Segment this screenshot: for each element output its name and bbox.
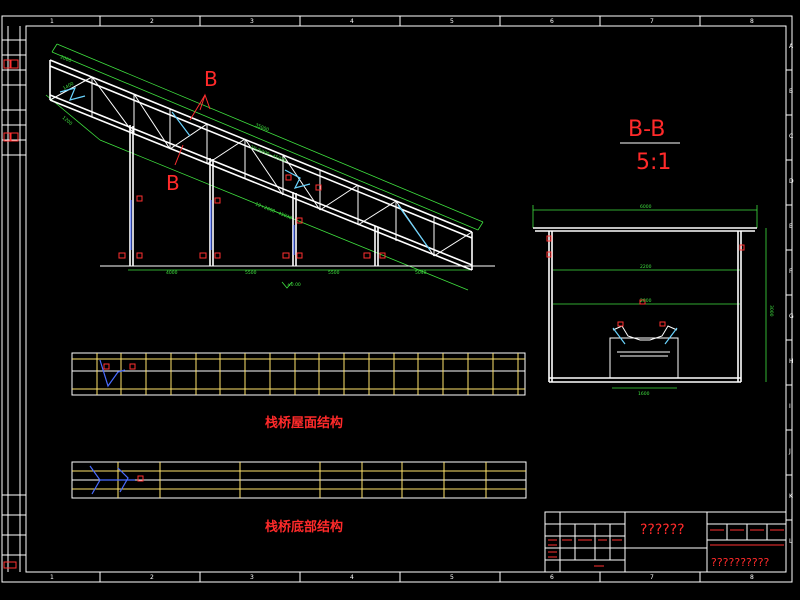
section-dim-side: 3000 [768, 305, 774, 317]
floor-plan-frame [71, 461, 527, 499]
border-col-8-bottom: 8 [750, 574, 754, 581]
elevation-mark: ±0.00 [287, 282, 301, 288]
border-row-h: H [789, 358, 794, 365]
roof-plan-frame [71, 352, 526, 396]
section-dimension-lines [532, 205, 767, 389]
border-row-i: I [789, 403, 791, 410]
border-row-a: A [789, 43, 794, 50]
section-markers [546, 235, 745, 327]
section-bb-view: B-B 5:1 [532, 117, 774, 397]
section-dim-mid2: 2000 [640, 298, 652, 304]
border-row-c: C [789, 133, 793, 140]
section-dim-mid1: 2200 [640, 264, 652, 270]
dim-bay-height: 1400 [62, 81, 75, 92]
roof-plan-bracing [99, 359, 126, 388]
drawing-name: ?????? [640, 522, 685, 538]
conveyor-assembly [609, 325, 679, 379]
section-title: B-B [628, 117, 665, 142]
border-col-1: 1 [50, 18, 54, 25]
section-dim-top: 6000 [640, 204, 652, 210]
roof-plan-caption: 栈桥屋面结构 [265, 415, 343, 431]
border-row-e: E [789, 223, 793, 230]
border-col-2-bottom: 2 [150, 574, 154, 581]
section-dim-bottom: 1600 [638, 391, 650, 397]
border-col-1-bottom: 1 [50, 574, 54, 581]
dim-top-left: 2000 [59, 54, 72, 64]
border-col-5-bottom: 5 [450, 574, 454, 581]
ground-dim-4: 5040 [415, 270, 427, 276]
top-dimension-lines [45, 43, 484, 291]
drawing-border: 1 2 3 4 5 6 7 8 1 2 3 4 5 6 7 8 A B C D … [1, 15, 794, 583]
border-col-5: 5 [450, 18, 454, 25]
border-col-4-bottom: 4 [350, 574, 354, 581]
conveyor-idlers [612, 327, 678, 345]
company-name: ?????????? [711, 556, 770, 569]
section-mark-bottom: B [166, 171, 180, 195]
border-col-7: 7 [650, 18, 654, 25]
border-row-g: G [789, 313, 794, 320]
ground-dim-1: 4000 [166, 270, 178, 276]
section-scale: 5:1 [636, 150, 671, 175]
roof-plan-gridlines [72, 353, 525, 395]
border-row-k: K [789, 493, 794, 500]
border-row-l: L [789, 538, 793, 545]
section-cut-arrows [174, 93, 211, 166]
border-row-f: F [789, 268, 793, 275]
title-block-fields [548, 529, 784, 567]
truss-bracing [59, 87, 431, 251]
border-col-6-bottom: 6 [550, 574, 554, 581]
ground-dim-2: 5500 [245, 270, 257, 276]
border-row-j: J [788, 448, 791, 455]
section-mark-top: B [204, 67, 218, 91]
border-row-b: B [789, 88, 793, 95]
border-col-2: 2 [150, 18, 154, 25]
title-block: ?????? ?????????? [544, 511, 787, 573]
truss-chords [49, 59, 473, 271]
border-col-4: 4 [350, 18, 354, 25]
column-bracing [130, 200, 295, 255]
border-col-3-bottom: 3 [250, 574, 254, 581]
column-markers [118, 174, 386, 259]
floor-plan-bracing [89, 465, 135, 495]
border-col-8: 8 [750, 18, 754, 25]
border-row-d: D [789, 178, 794, 185]
side-elevation-view: B B 2000 35000 2%/5000~45030 12+2000~450… [45, 43, 495, 291]
roof-plan-view: 栈桥屋面结构 [71, 352, 526, 431]
border-col-6: 6 [550, 18, 554, 25]
section-frame [533, 227, 757, 383]
dim-bottom-slope: 12+2000~45030 [254, 201, 293, 221]
support-columns [129, 125, 379, 266]
border-col-3: 3 [250, 18, 254, 25]
floor-plan-view: 栈桥底部结构 [71, 461, 527, 535]
truss-web-members [49, 76, 473, 257]
border-col-7-bottom: 7 [650, 574, 654, 581]
dim-top-overall: 35000 [254, 122, 270, 133]
ground-dim-3: 5500 [328, 270, 340, 276]
floor-plan-caption: 栈桥底部结构 [265, 519, 343, 535]
